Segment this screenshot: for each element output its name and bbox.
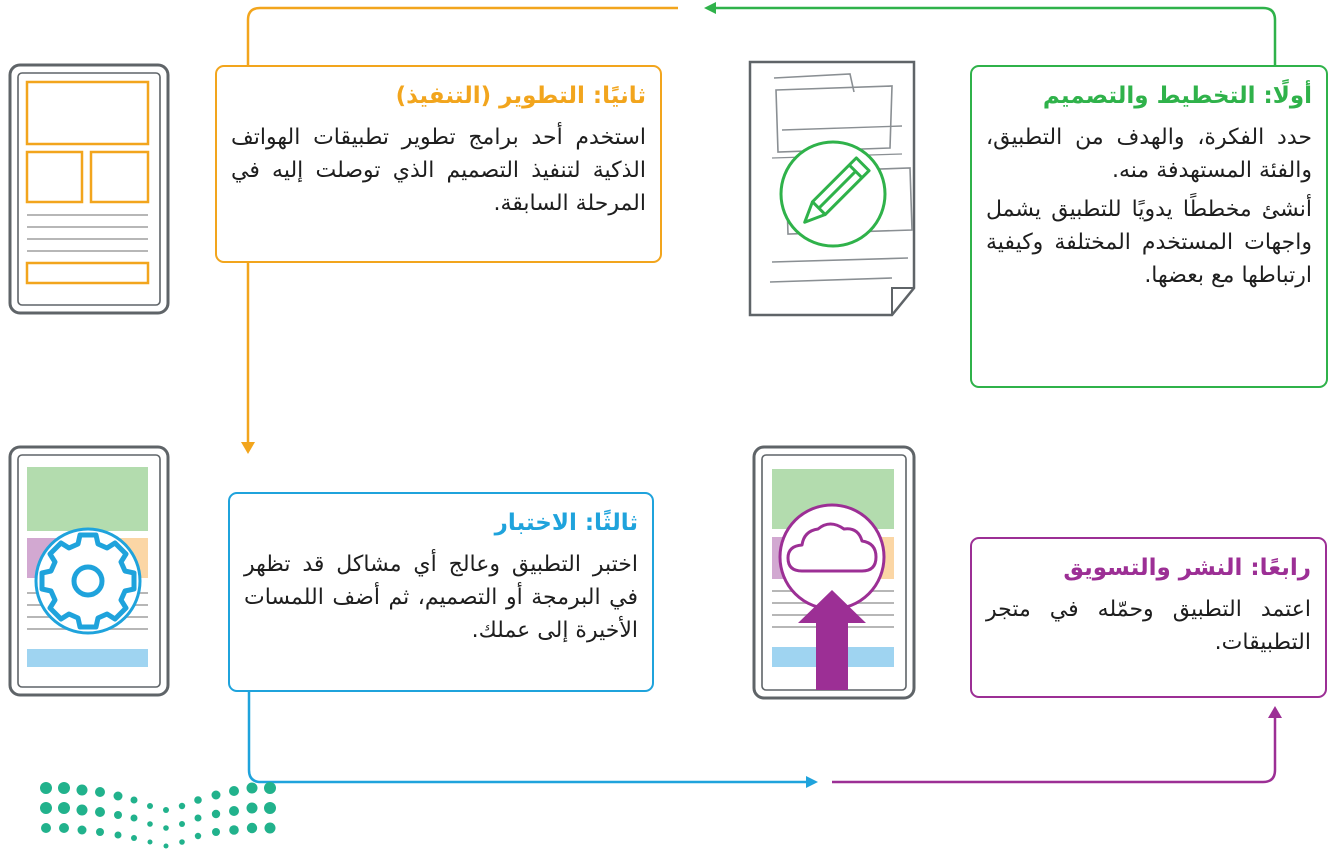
cloud-upload-icon (786, 522, 878, 573)
arrowhead-up (1268, 706, 1282, 718)
pencil-sketch-icon (742, 60, 942, 320)
stage-publishing-title: رابعًا: النشر والتسويق (1063, 555, 1311, 581)
gear-icon (39, 532, 137, 630)
stage-development-title: ثانيًا: التطوير (التنفيذ) (395, 83, 646, 109)
arrowhead-left (704, 2, 716, 14)
stage-planning-text-2: أنشئ مخططًا يدويًا للتطبيق يشمل واجهات ا… (986, 197, 1312, 288)
stage-testing-text: اختبر التطبيق وعالج أي مشاكل قد تظهر في … (244, 552, 638, 643)
stage-planning-text-1: حدد الفكرة، والهدف من التطبيق، والفئة ال… (986, 125, 1312, 183)
tablet-wireframe-icon (8, 63, 170, 315)
upload-arrow-icon (798, 590, 866, 690)
connector-planning-top (712, 6, 1277, 65)
connector-testing-bottom (247, 692, 806, 784)
stage-publishing-text: اعتمد التطبيق وحمّله في متجر التطبيقات. (986, 597, 1311, 655)
stage-development-card: ثانيًا: التطوير (التنفيذ) استخدم أحد برا… (215, 65, 662, 263)
arrowhead-right (806, 776, 818, 788)
tablet-cloud-upload-icon (752, 445, 916, 700)
connector-development-top (246, 6, 678, 65)
stage-planning-title: أولًا: التخطيط والتصميم (1042, 83, 1312, 109)
stage-testing-card: ثالثًا: الاختبار اختبر التطبيق وعالج أي … (228, 492, 654, 692)
arrowhead-down (241, 442, 255, 454)
stage-publishing-card: رابعًا: النشر والتسويق اعتمد التطبيق وحم… (970, 537, 1327, 698)
stage-development-text: استخدم أحد برامج تطوير تطبيقات الهواتف ا… (231, 125, 646, 216)
stage-testing-title: ثالثًا: الاختبار (494, 510, 638, 536)
connector-publishing-bottom (832, 718, 1277, 784)
tablet-gear-icon (8, 445, 170, 697)
stage-planning-card: أولًا: التخطيط والتصميم حدد الفكرة، واله… (970, 65, 1328, 388)
ministry-logo (38, 780, 280, 864)
